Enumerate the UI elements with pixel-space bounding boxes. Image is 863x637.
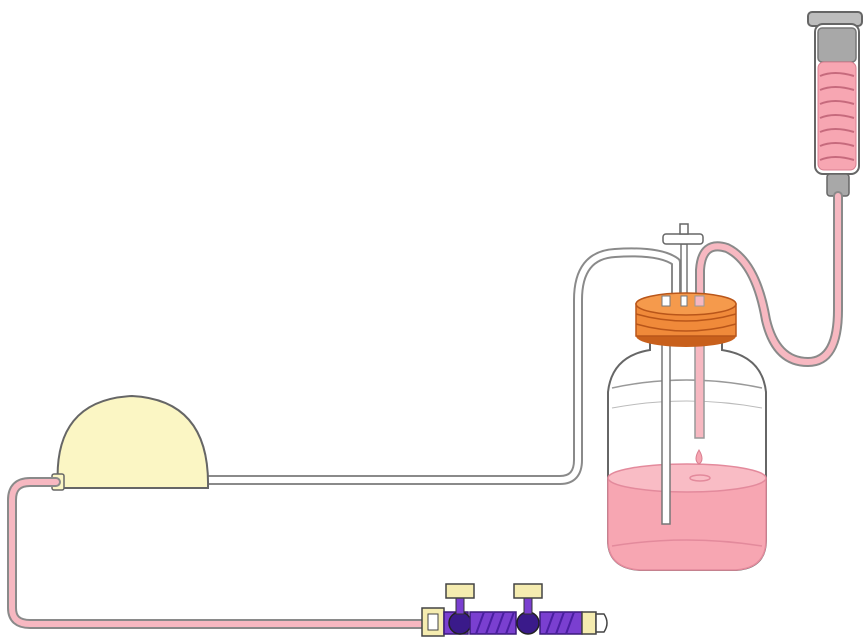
bottle-liquid-surface — [607, 463, 767, 493]
syringe-graduations — [819, 72, 855, 161]
stopcock-2[interactable] — [516, 611, 540, 635]
syringe — [807, 11, 863, 197]
bottle — [607, 223, 767, 571]
tube-dome-to-manifold — [7, 477, 433, 629]
bottle-lid — [635, 292, 737, 347]
tube-dome-to-bottle — [203, 247, 681, 485]
syringe-plunger-head — [817, 27, 857, 63]
vent-filter-top — [679, 223, 689, 235]
manifold-cap — [595, 613, 608, 633]
stopcock-2-handle[interactable] — [513, 583, 543, 599]
vent-filter-cap — [662, 233, 704, 245]
manifold-right-connector — [581, 611, 597, 635]
stopcock-1[interactable] — [448, 611, 472, 635]
stopcock-1-handle[interactable] — [445, 583, 475, 599]
droplet — [695, 449, 703, 465]
stopcock-manifold — [421, 583, 608, 637]
tube-syringe-to-bottle — [695, 191, 843, 367]
splash — [689, 474, 711, 482]
reservoir-dome — [51, 394, 210, 491]
